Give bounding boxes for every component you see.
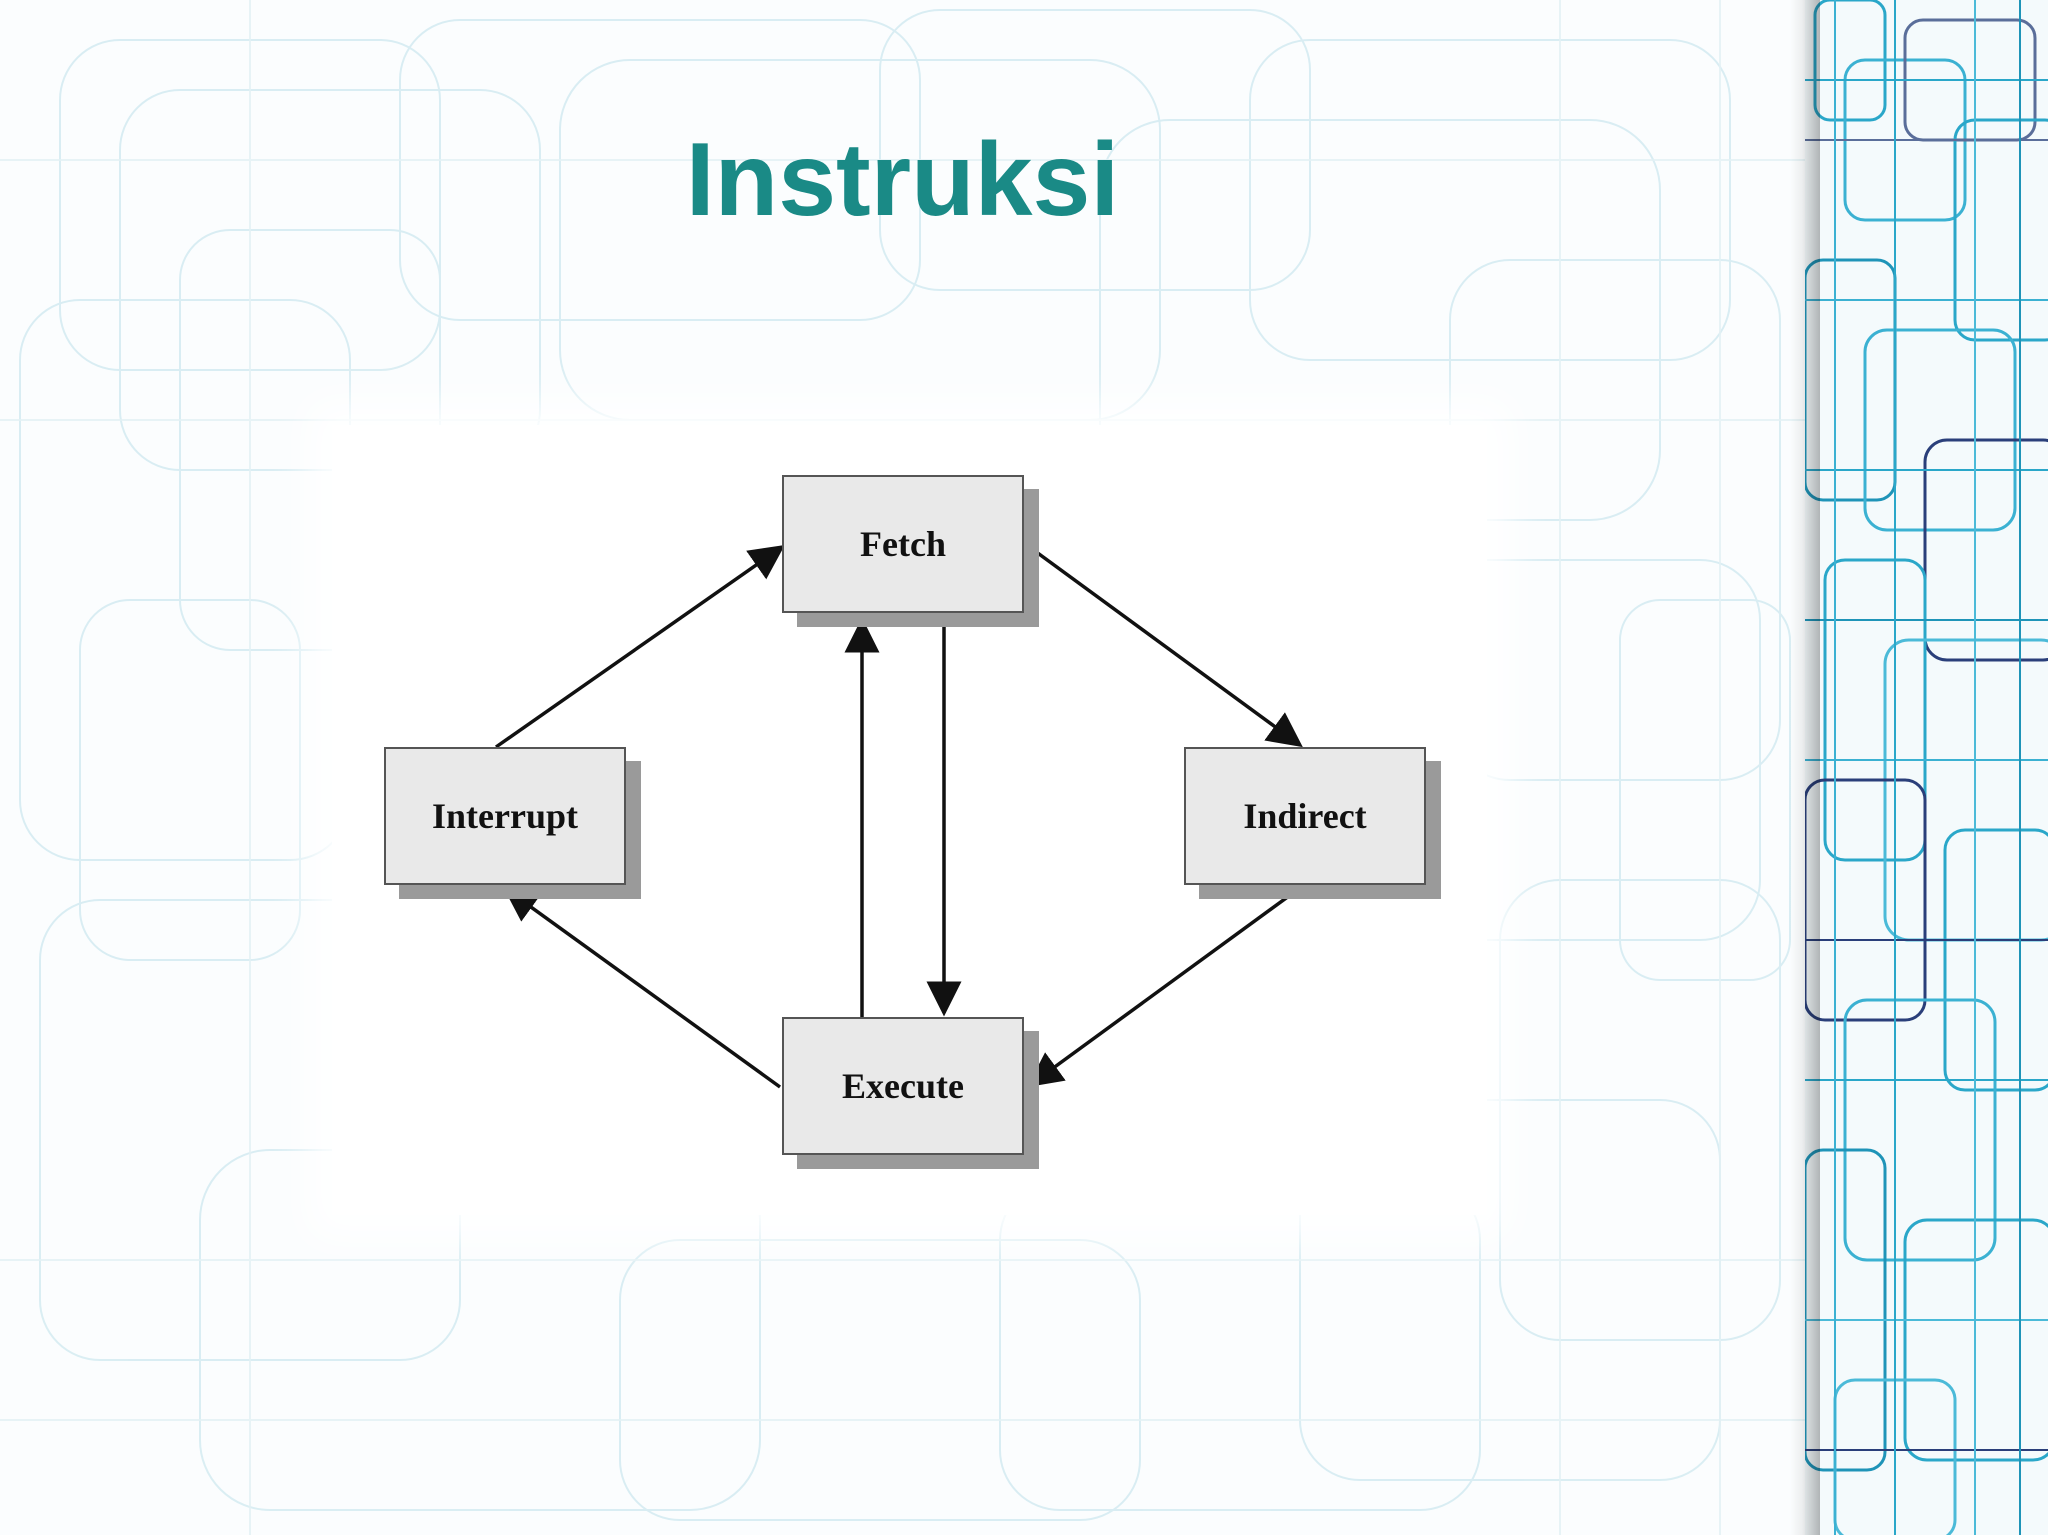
decorative-side-panel [1805,0,2048,1535]
node-indirect: Indirect [1184,747,1426,885]
arrow-indirect-to-execute [1027,883,1306,1088]
arrow-fetch-to-indirect [1022,541,1303,748]
arrow-interrupt-to-fetch [494,544,785,749]
node-execute: Execute [782,1017,1024,1155]
background-pattern [0,0,1805,1535]
circuit-pattern [1805,0,2048,1535]
node-fetch: Fetch [782,475,1024,613]
diagram-arrows [494,541,1306,1089]
panel-shadow [1790,0,1820,1535]
instruction-cycle-diagram: Fetch Interrupt Indirect Execute [332,425,1487,1215]
node-interrupt: Interrupt [384,747,626,885]
slide-title: Instruksi [685,122,1120,238]
arrow-execute-to-interrupt [503,886,782,1089]
